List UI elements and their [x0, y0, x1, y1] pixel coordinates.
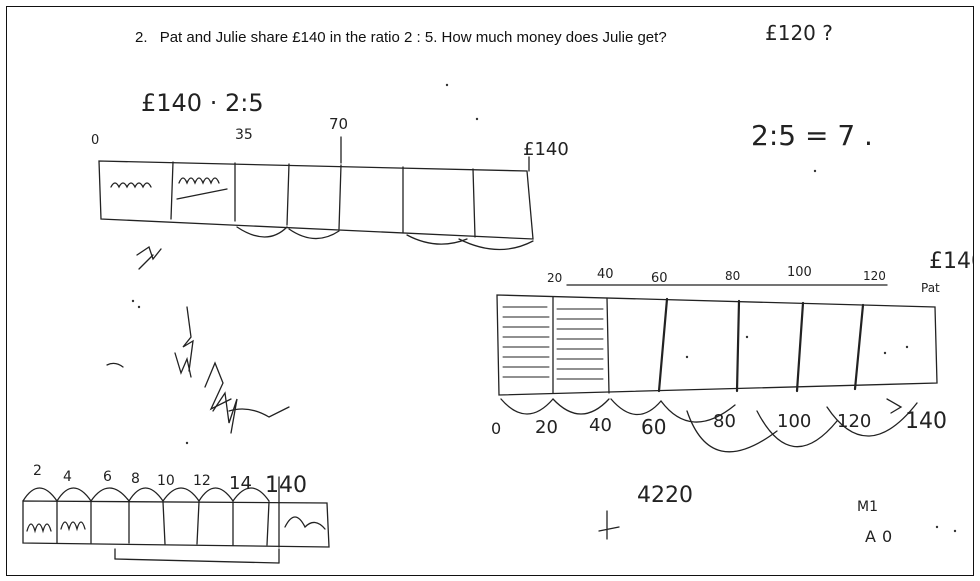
bar-model-3 [23, 477, 329, 563]
bar-model-2 [497, 285, 937, 452]
worksheet-page: 2. Pat and Julie share £140 in the ratio… [6, 6, 974, 576]
bar-model-1 [99, 137, 533, 250]
bottom-scribble [599, 511, 619, 539]
handwritten-drawings [7, 7, 973, 575]
scattered-workings [107, 247, 289, 433]
